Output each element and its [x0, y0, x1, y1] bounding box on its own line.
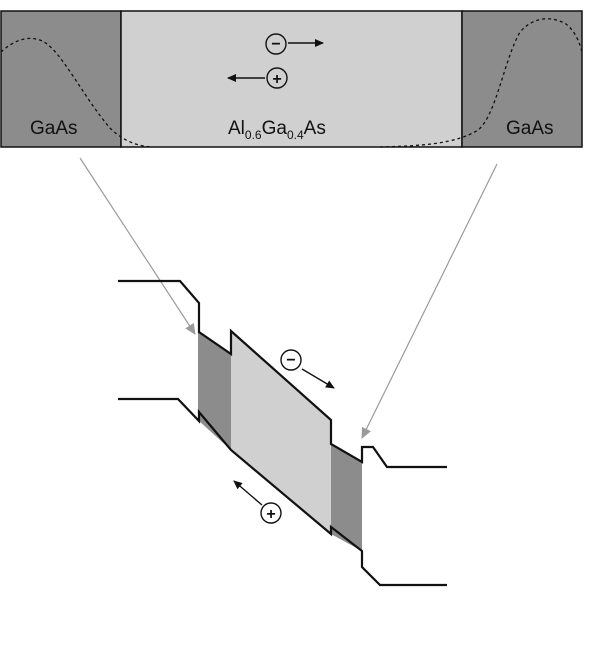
hole-circle [266, 67, 288, 89]
gaas-right-label: GaAs [506, 118, 554, 139]
top-hole-carrier: + [227, 67, 288, 89]
algaas-label: Al0.6Ga0.4As [228, 118, 326, 142]
hole-symbol: + [272, 71, 281, 88]
electron-circle [265, 33, 287, 55]
algaas-barrier-fill [231, 331, 331, 534]
band-hole-carrier: + [233, 480, 282, 524]
algaas-label-al-sub: 0.6 [245, 128, 262, 142]
electron-symbol: − [271, 36, 280, 53]
algaas-label-ga: Ga [262, 118, 288, 139]
band-electron-symbol: − [286, 352, 295, 369]
wavefunction-right-curve [379, 18, 583, 148]
algaas-label-ga-sub: 0.4 [287, 128, 304, 142]
pointer-right-line [361, 163, 498, 439]
gaas-right-layer [461, 10, 583, 148]
gaas-left-label: GaAs [30, 118, 78, 139]
band-electron-carrier: − [280, 349, 335, 389]
band-hole-symbol: + [266, 506, 275, 523]
band-hole-arrow [233, 480, 263, 506]
pointer-left-line [79, 157, 196, 335]
algaas-label-as: As [304, 118, 326, 139]
gaas-left-layer [0, 10, 122, 148]
band-electron-circle [280, 349, 302, 371]
conduction-band-line [118, 279, 447, 469]
layer-structure: GaAs Al0.6Ga0.4As GaAs − + [0, 10, 583, 148]
band-hole-circle [260, 502, 282, 524]
gaas-right-well-fill [331, 444, 362, 551]
algaas-middle-layer [120, 10, 463, 148]
top-electron-carrier: − [265, 33, 324, 55]
algaas-label-al: Al [228, 118, 245, 139]
band-diagram: − + [118, 279, 447, 587]
band-electron-arrow [301, 368, 335, 389]
valence-band-line [118, 397, 447, 587]
